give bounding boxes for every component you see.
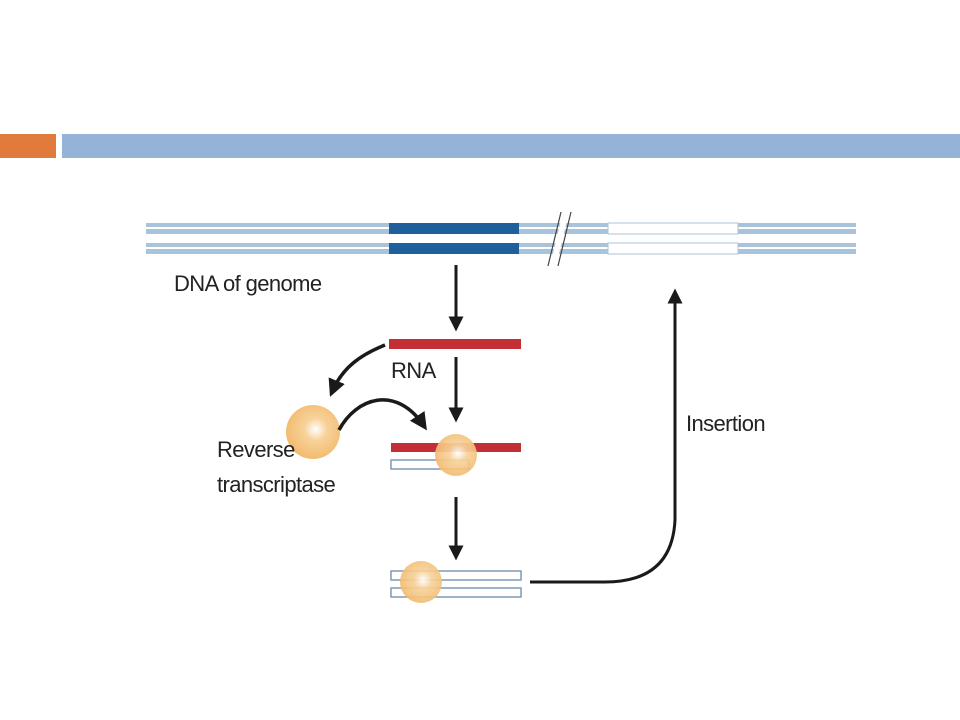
reverse-transcriptase-enzyme [286, 405, 340, 459]
rna-strand [389, 339, 521, 349]
label-rna: RNA [391, 358, 437, 383]
rna-cdna-hybrid [390, 434, 521, 476]
cdna-strand-top [390, 570, 522, 581]
insertion-site-bottom [607, 242, 739, 255]
label-insertion: Insertion [686, 411, 765, 436]
hybrid-enzyme [435, 434, 477, 476]
rna-to-enzyme-arrow [328, 343, 386, 397]
break-mark [547, 211, 572, 267]
enzyme-to-complex-arrow [337, 398, 427, 431]
insertion-arrow [530, 288, 683, 584]
insertion-site-top [607, 222, 739, 235]
cdna-enzyme [400, 561, 442, 603]
label-transcriptase: transcriptase [217, 472, 336, 497]
double-stranded-cdna [390, 561, 522, 603]
title-accent-block [0, 134, 56, 158]
title-bar [62, 134, 960, 158]
label-reverse: Reverse [217, 437, 295, 462]
cdna-strand-bottom [390, 587, 522, 598]
genome-dna [146, 211, 856, 267]
gene-segment-top [389, 223, 519, 234]
label-dna-of-genome: DNA of genome [174, 271, 322, 296]
gene-segment-bottom [389, 243, 519, 254]
